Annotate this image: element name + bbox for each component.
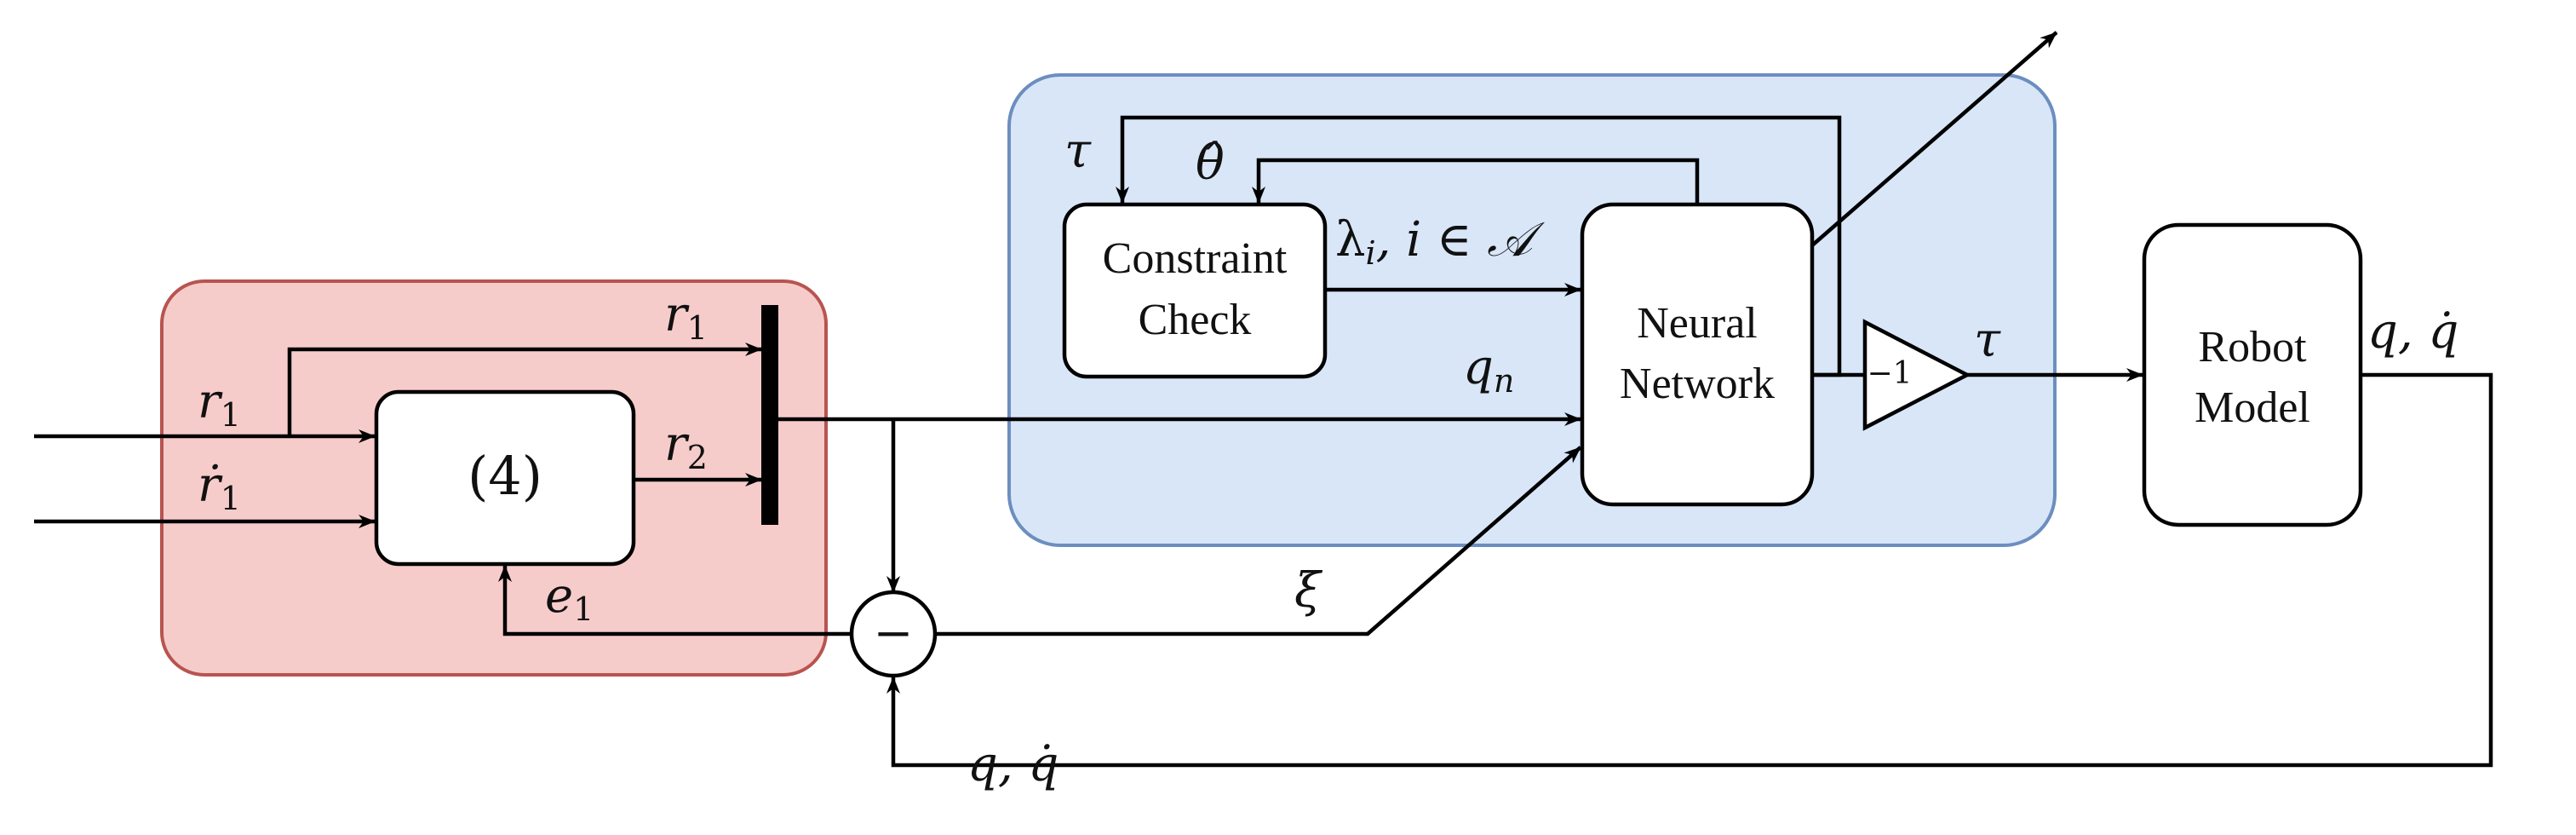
r2-mux-label: r2 (664, 417, 708, 476)
mux-bar (761, 305, 778, 525)
r1-input-label: r1 (198, 374, 241, 434)
neural-network-block (1580, 202, 1815, 507)
robot-model-label-line2: Model (2194, 383, 2310, 432)
q-qdot-robot-label: q, q̇ (2367, 304, 2458, 360)
q-qdot-feedback-wire (886, 372, 2493, 768)
tau-feedback-label: τ (1064, 124, 1092, 179)
xi-wire (935, 446, 1582, 636)
robot-model-label-line1: Robot (2198, 323, 2307, 371)
robot-model-block (2142, 222, 2363, 527)
e1-label: e1 (545, 568, 594, 628)
r1-mux-label: r1 (664, 287, 708, 347)
r1dot-input-label: ṙ1 (198, 458, 241, 517)
learning-arrow (1810, 31, 2058, 247)
q-qdot-feedback-label: q, q̇ (967, 737, 1059, 792)
lambda-label: λi, i ∈ 𝒜 (1335, 212, 1545, 272)
eq4-block (374, 389, 636, 567)
neural-network-label-line1: Neural (1637, 299, 1757, 348)
eq4-block-label: (4) (468, 445, 542, 507)
neural-network-label-line2: Network (1620, 360, 1775, 408)
e1-wire (498, 565, 852, 636)
r1-branch-wire (287, 343, 762, 436)
constraint-check-block (1062, 202, 1328, 379)
tau-output-label: τ (1974, 313, 2001, 368)
theta-hat-feedback-wire (1252, 158, 1700, 204)
gain-label: −1 (1867, 356, 1912, 391)
theta-hat-label: θ̂ (1196, 135, 1225, 191)
constraint-check-label-line2: Check (1139, 296, 1252, 344)
xi-label: ξ (1294, 563, 1323, 619)
subtract-sign: − (874, 606, 914, 661)
qn-label: qn (1463, 340, 1514, 400)
constraint-check-label-line1: Constraint (1103, 234, 1288, 283)
gain-block (1862, 319, 1971, 431)
